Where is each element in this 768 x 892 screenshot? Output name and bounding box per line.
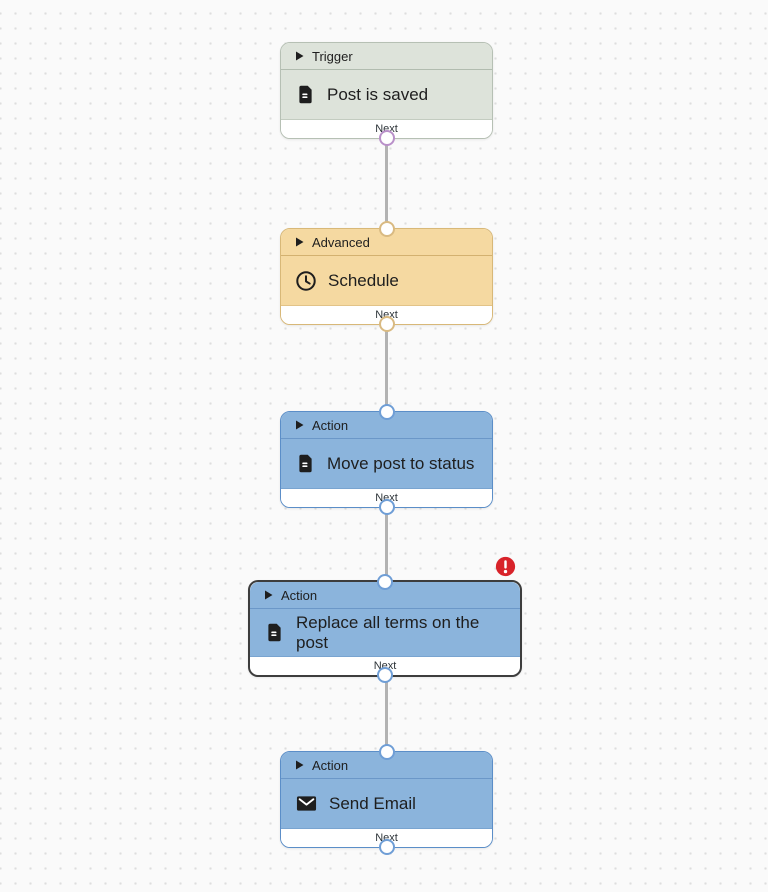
- node-body[interactable]: Move post to status: [281, 439, 492, 489]
- play-triangle-icon[interactable]: [295, 51, 304, 61]
- document-icon: [264, 622, 285, 643]
- workflow-node-action-send-email[interactable]: Action Send Email Next: [280, 744, 493, 855]
- node-header[interactable]: Trigger: [281, 43, 492, 70]
- document-icon: [295, 84, 316, 105]
- workflow-node-action-move-post[interactable]: Action Move post to status Next: [280, 404, 493, 515]
- play-triangle-icon[interactable]: [295, 420, 304, 430]
- connector-line: [385, 506, 388, 582]
- input-port[interactable]: [378, 221, 395, 237]
- node-type-label: Action: [281, 587, 318, 603]
- output-port[interactable]: [378, 499, 395, 515]
- input-port[interactable]: [378, 404, 395, 420]
- node-body[interactable]: Replace all terms on the post: [250, 609, 520, 657]
- node-type-label: Advanced: [312, 234, 370, 250]
- output-port[interactable]: [378, 839, 395, 855]
- node-title: Replace all terms on the post: [296, 612, 480, 652]
- node-title: Send Email: [329, 793, 416, 813]
- input-port[interactable]: [377, 574, 393, 590]
- node-type-label: Action: [312, 757, 349, 773]
- node-title: Post is saved: [327, 84, 429, 104]
- output-port[interactable]: [377, 667, 393, 683]
- node-body[interactable]: Schedule: [281, 256, 492, 306]
- clock-icon: [295, 270, 317, 292]
- connector-line: [385, 675, 388, 753]
- connector-line: [385, 323, 388, 413]
- node-type-label: Trigger: [312, 48, 353, 64]
- play-triangle-icon[interactable]: [295, 760, 304, 770]
- workflow-node-action-replace-terms[interactable]: Action Replace all terms on the post Nex…: [248, 556, 522, 683]
- output-port[interactable]: [378, 316, 395, 332]
- connector-line: [385, 135, 388, 230]
- error-badge-icon[interactable]: [495, 556, 516, 577]
- envelope-icon: [295, 793, 318, 814]
- node-title: Move post to status: [327, 453, 475, 473]
- output-port[interactable]: [378, 130, 395, 146]
- workflow-node-trigger[interactable]: Trigger Post is saved Next: [280, 42, 493, 146]
- workflow-node-advanced[interactable]: Advanced Schedule Next: [280, 221, 493, 332]
- play-triangle-icon[interactable]: [295, 237, 304, 247]
- document-icon: [295, 453, 316, 474]
- node-body[interactable]: Send Email: [281, 779, 492, 829]
- node-type-label: Action: [312, 417, 349, 433]
- play-triangle-icon[interactable]: [264, 590, 273, 600]
- input-port[interactable]: [378, 744, 395, 760]
- node-body[interactable]: Post is saved: [281, 70, 492, 120]
- node-title: Schedule: [328, 270, 399, 290]
